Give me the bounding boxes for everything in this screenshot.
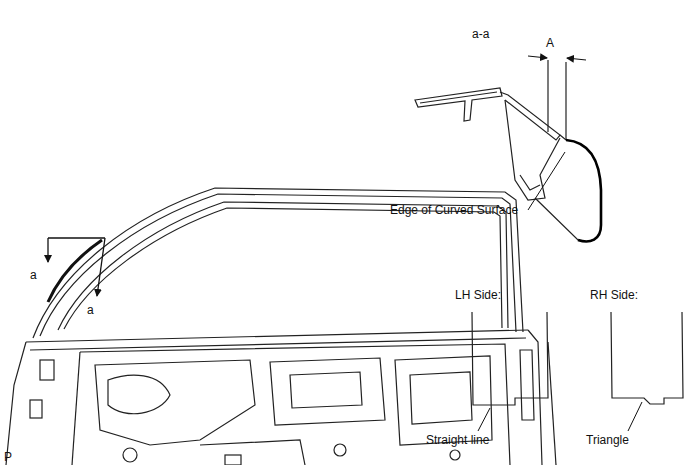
rh-strip [611, 312, 683, 404]
callout-label: Triangle [586, 433, 629, 447]
callout-label: Edge of Curved Surface [390, 203, 518, 217]
figure-code: P [4, 450, 12, 464]
section-mark: a [30, 268, 37, 282]
leader-line [478, 408, 490, 431]
section-cut-line [48, 238, 105, 296]
dimension-label: A [546, 36, 554, 50]
lh-strip [472, 312, 548, 405]
leader-line [528, 152, 565, 210]
side-heading: RH Side: [590, 288, 638, 302]
section-title: a-a [472, 27, 489, 41]
side-heading: LH Side: [455, 288, 501, 302]
section-mark: a [87, 303, 94, 317]
callout-label: Straight line [426, 433, 489, 447]
curved-surface [566, 140, 601, 241]
leader-line [628, 402, 642, 431]
weatherstrip-highlight [48, 240, 102, 302]
door-frame [6, 188, 556, 465]
dimension-a [528, 56, 586, 60]
